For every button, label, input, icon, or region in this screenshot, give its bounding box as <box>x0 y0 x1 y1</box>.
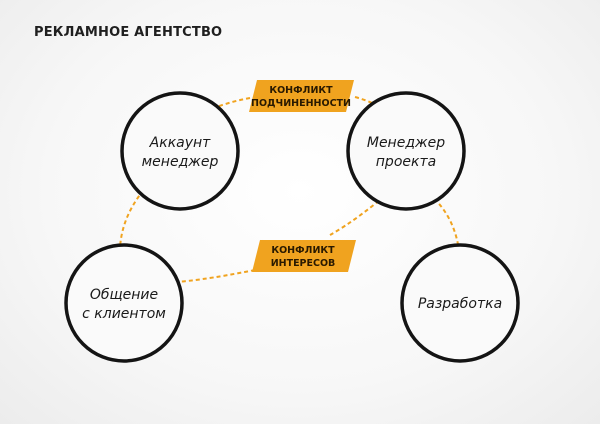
badge-label: ИНТЕРЕСОВ <box>271 258 336 269</box>
pm-development-connector <box>411 181 470 278</box>
node-client-communication: Общение с клиентом <box>64 243 184 363</box>
node-project-manager: Менеджер проекта <box>346 91 466 211</box>
node-label: проекта <box>376 154 436 170</box>
badge-subordination-conflict: КОНФЛИКТ ПОДЧИНЕННОСТИ <box>249 80 354 112</box>
node-label: Общение <box>90 287 158 303</box>
node-label: Менеджер <box>367 135 445 151</box>
node-label: Разработка <box>418 296 502 312</box>
badge-label: КОНФЛИКТ <box>271 245 335 256</box>
node-development: Разработка <box>400 243 520 363</box>
node-label: менеджер <box>142 154 219 170</box>
node-label: с клиентом <box>82 306 166 322</box>
badge-label: КОНФЛИКТ <box>269 85 333 96</box>
node-account-manager: Аккаунт менеджер <box>120 91 240 211</box>
node-label: Аккаунт <box>149 135 212 151</box>
page-title: РЕКЛАМНОЕ АГЕНТСТВО <box>34 25 223 40</box>
badge-label: ПОДЧИНЕННОСТИ <box>251 98 351 109</box>
badge-interest-conflict: КОНФЛИКТ ИНТЕРЕСОВ <box>252 240 356 272</box>
